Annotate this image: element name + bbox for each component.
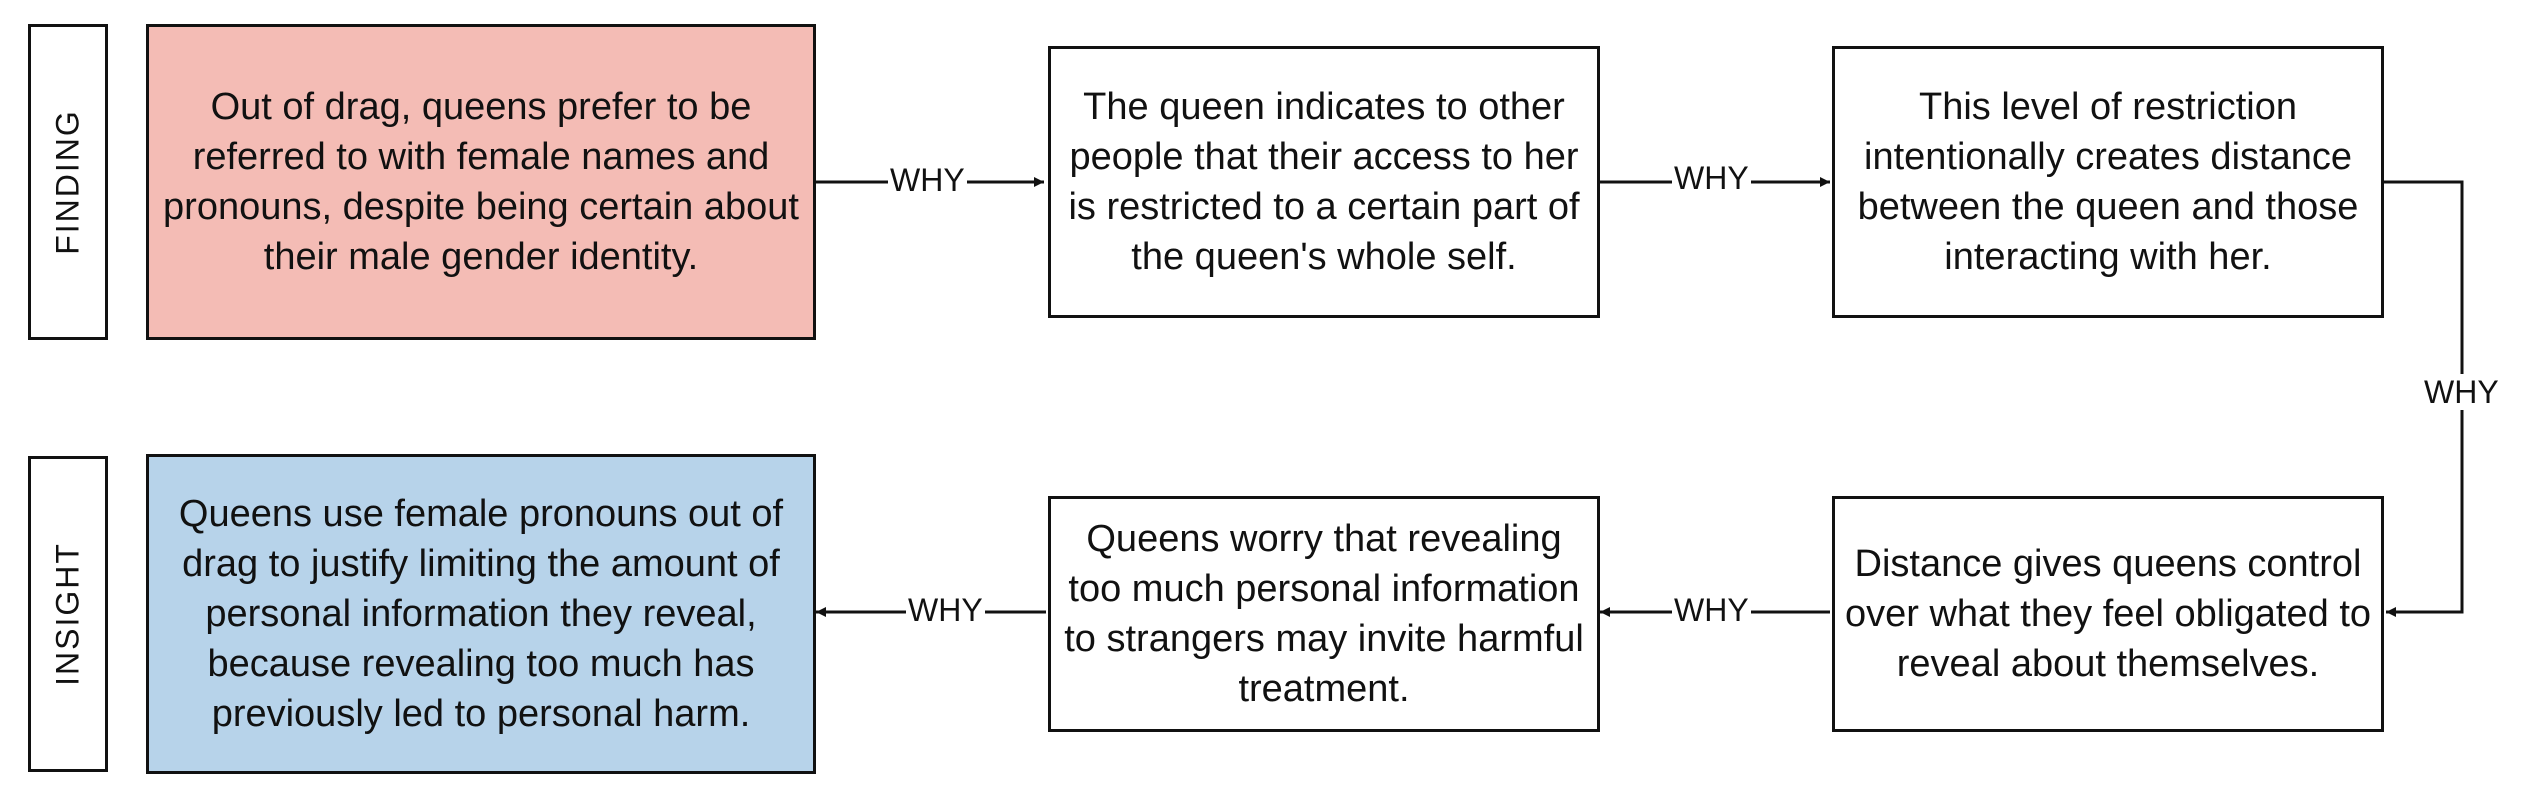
step2-box: This level of restriction intentionally …: [1832, 46, 2384, 318]
step3-box: Distance gives queens control over what …: [1832, 496, 2384, 732]
why-label-1: WHY: [888, 162, 967, 198]
step2-text: This level of restriction intentionally …: [1857, 86, 2359, 278]
why-label-2: WHY: [1672, 160, 1751, 196]
step4-box: Queens worry that revealing too much per…: [1048, 496, 1600, 732]
insight-box: Queens use female pronouns out of drag t…: [146, 454, 816, 774]
step4-text: Queens worry that revealing too much per…: [1064, 518, 1584, 710]
insight-text: Queens use female pronouns out of drag t…: [178, 493, 784, 735]
finding-text: Out of drag, queens prefer to be referre…: [163, 86, 799, 278]
finding-row-label: FINDING: [28, 24, 108, 340]
step1-text: The queen indicates to other people that…: [1068, 86, 1580, 278]
why-label-3: WHY: [2422, 374, 2501, 410]
step1-box: The queen indicates to other people that…: [1048, 46, 1600, 318]
step3-text: Distance gives queens control over what …: [1845, 543, 2372, 685]
finding-box: Out of drag, queens prefer to be referre…: [146, 24, 816, 340]
insight-row-label: INSIGHT: [28, 456, 108, 772]
why-label-4: WHY: [1672, 592, 1751, 628]
why-label-5: WHY: [906, 592, 985, 628]
